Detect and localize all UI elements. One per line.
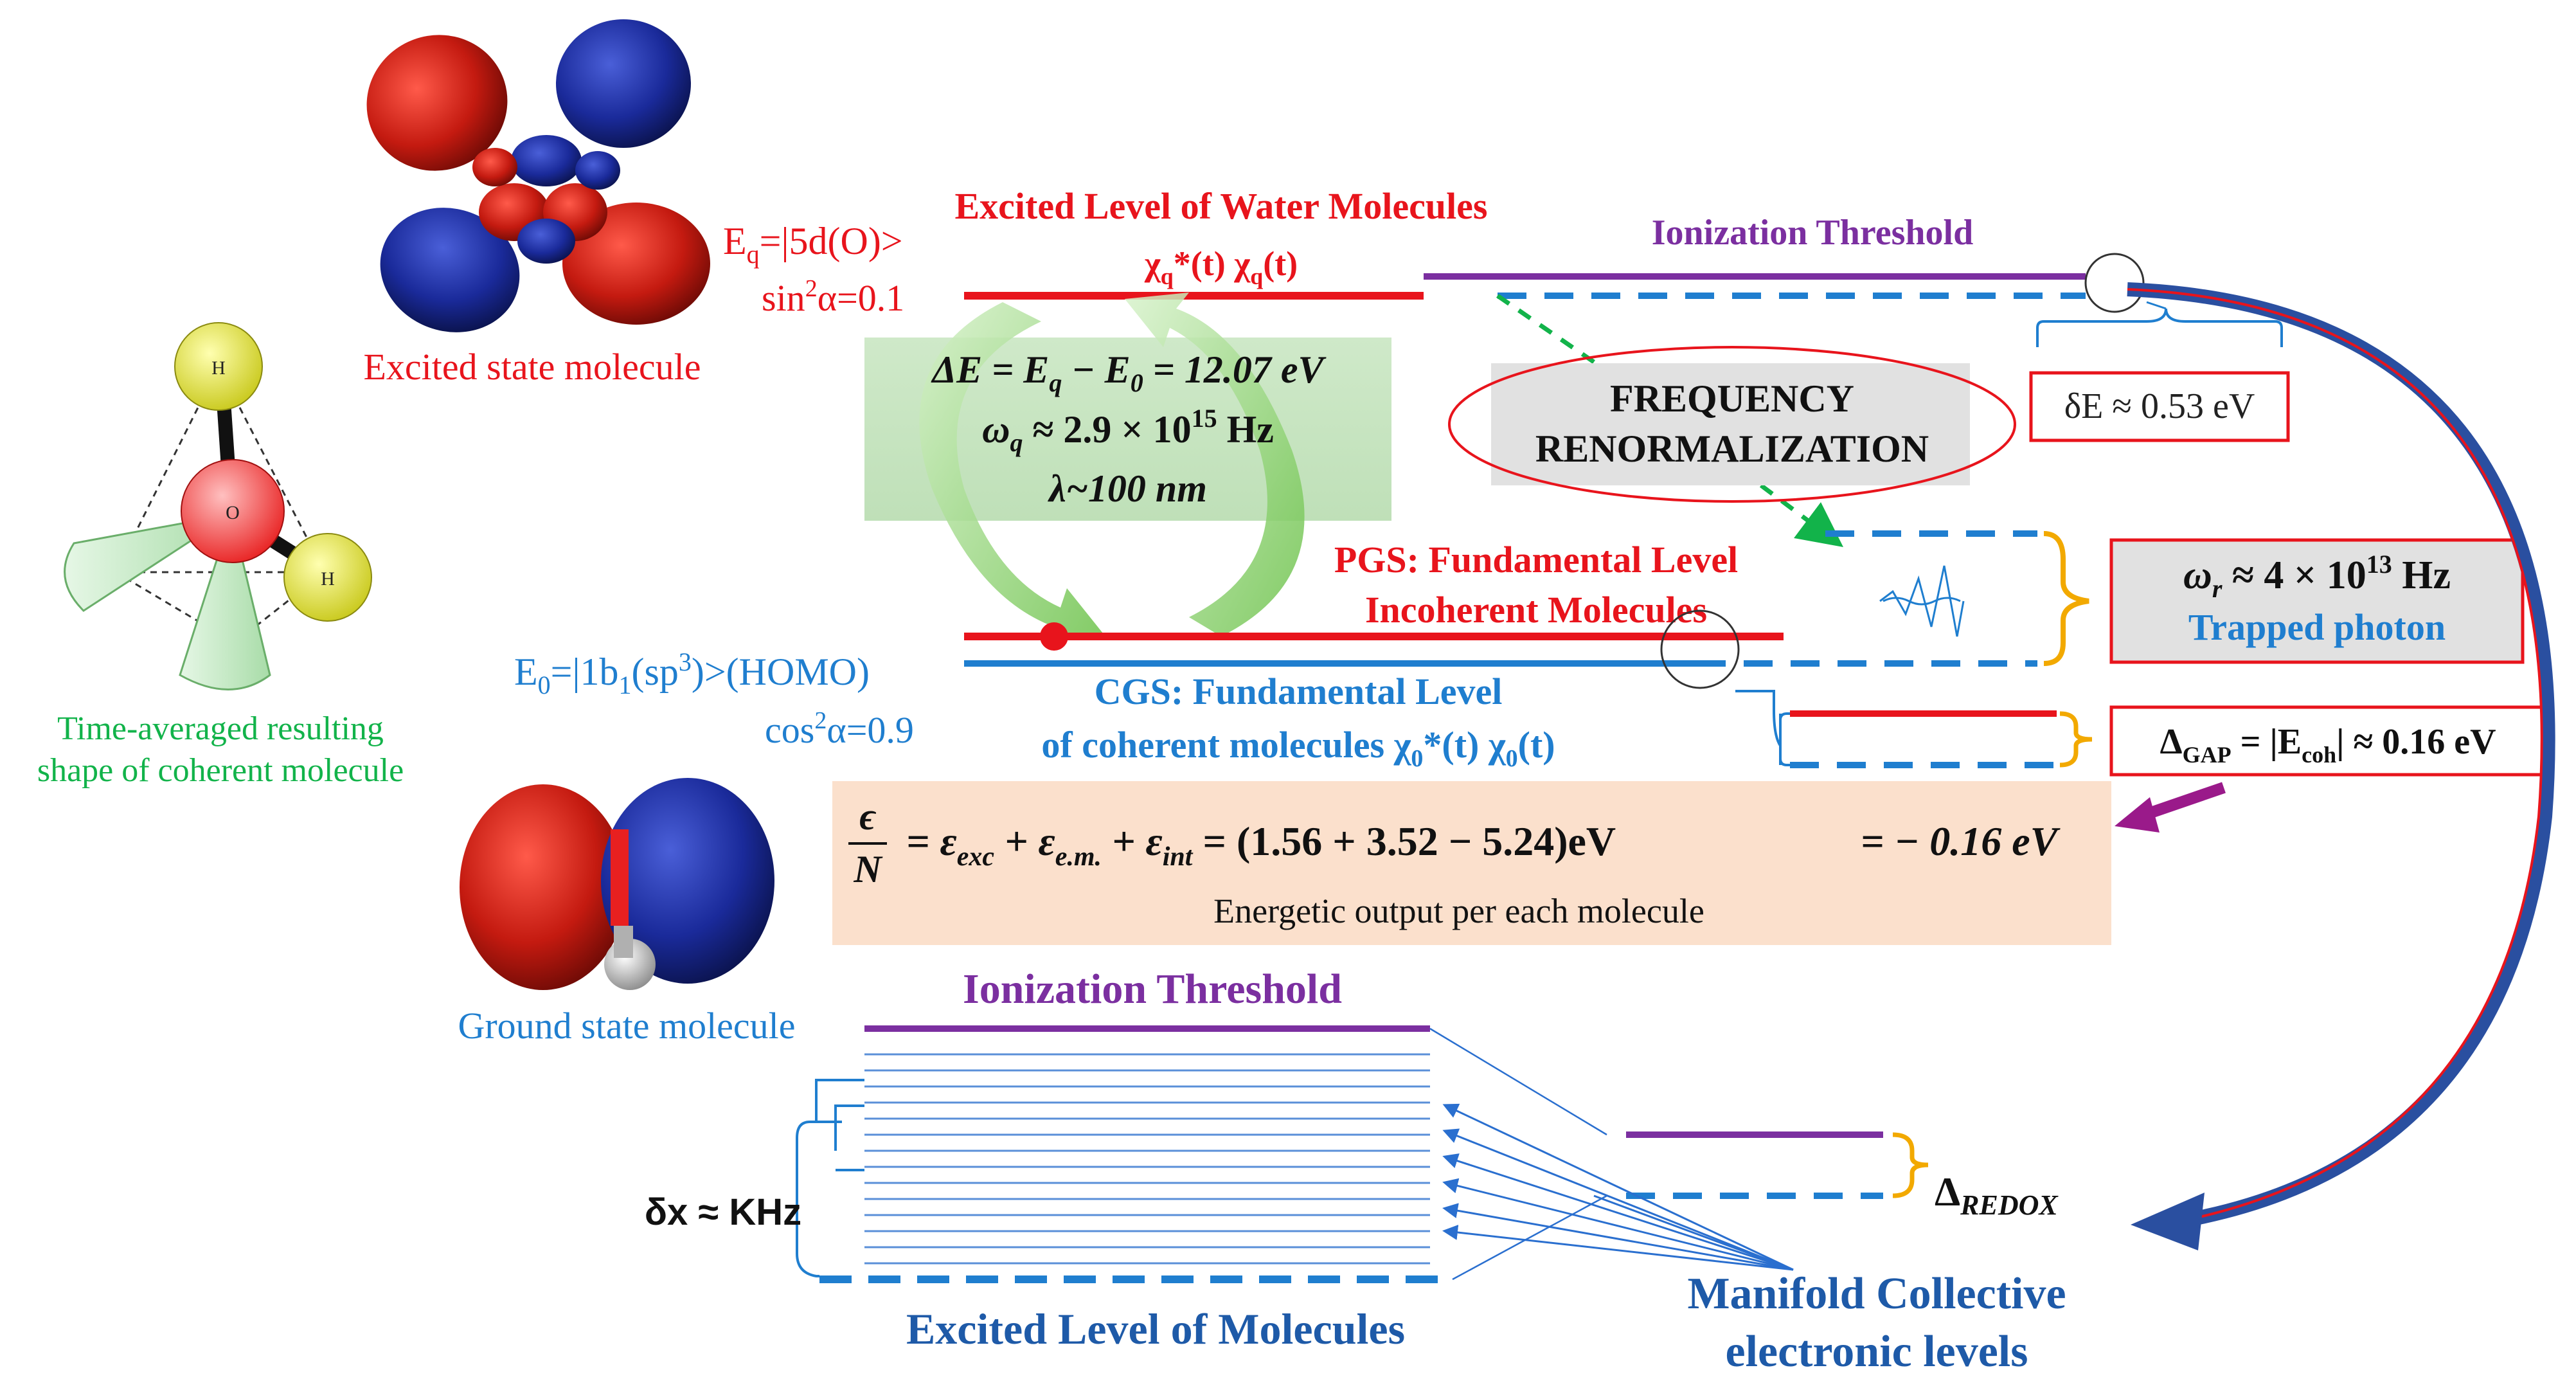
- excited-state-molecule-image: [366, 19, 710, 332]
- ionization-threshold-bottom-label: Ionization Threshold: [963, 966, 1342, 1013]
- pgs-line2: Incoherent Molecules: [1365, 589, 1707, 631]
- trapped-photon-box: [2109, 538, 2525, 664]
- frac-numerator: ϵ: [859, 795, 876, 838]
- excited-level-molecules-label: Excited Level of Molecules: [906, 1304, 1405, 1353]
- cycle-arrow-right: [1125, 293, 1305, 636]
- big-arc-arrow: [2127, 282, 2555, 1229]
- delta-x-label: δx ≈ KHz: [645, 1191, 801, 1233]
- frequency-renorm-line1: FREQUENCY: [1610, 377, 1854, 420]
- delta-redox-label: ΔREDOX: [1935, 1169, 2059, 1221]
- lambda-equation: λ~100 nm: [1047, 467, 1207, 510]
- gap-equation: ΔGAP = |Ecoh| ≈ 0.16 eV: [2160, 722, 2496, 768]
- energetic-output-label: Energetic output per each molecule: [1213, 892, 1704, 930]
- renorm-arrow-top: [1496, 294, 1602, 368]
- gap-bracket: [1735, 690, 1782, 765]
- chi-q-label: χq*(t) χq(t): [1144, 244, 1298, 289]
- time-averaged-label-2: shape of coherent molecule: [37, 752, 404, 789]
- ground-state-molecule-label: Ground state molecule: [458, 1005, 795, 1047]
- trapped-photon-label: Trapped photon: [2188, 606, 2446, 648]
- atom-h2-label: H: [321, 568, 335, 590]
- manifold-label-line2: electronic levels: [1726, 1327, 2028, 1376]
- atom-h1-label: H: [211, 357, 226, 379]
- atom-o-label: O: [226, 502, 240, 523]
- gap-brace: [2059, 711, 2093, 768]
- frequency-renorm-box: [1491, 363, 1970, 485]
- delta-e-bracket: [2036, 308, 2283, 347]
- energy-equation: = εexc + εe.m. + εint = (1.56 + 3.52 − 5…: [906, 818, 1616, 872]
- zoom-circle-bottom: [1660, 609, 1740, 689]
- ground-state-molecule-image: [460, 778, 774, 990]
- ionization-threshold-top-label: Ionization Threshold: [1652, 213, 1974, 253]
- delta-e-value: δE ≈ 0.53 eV: [2064, 386, 2255, 426]
- frac-denominator: N: [853, 848, 883, 890]
- frequency-renorm-ellipse: [1448, 346, 2016, 503]
- sin-alpha-label: sin2α=0.1: [762, 275, 904, 319]
- excited-state-molecule-label: Excited state molecule: [363, 346, 701, 388]
- cycle-arrow-left: [919, 302, 1105, 643]
- omega-q-equation: ωq ≈ 2.9 × 1015 Hz: [982, 404, 1274, 457]
- photon-wave: [1883, 597, 1961, 606]
- cgs-line1: CGS: Fundamental Level: [1095, 671, 1503, 712]
- delta-e-box: [2029, 371, 2290, 442]
- cos-alpha-label: cos2α=0.9: [765, 707, 914, 751]
- eq-level-label: Eq=|5d(O)>: [723, 220, 903, 269]
- time-averaged-label-1: Time-averaged resulting: [57, 710, 384, 747]
- frequency-renorm-line2: RENORMALIZATION: [1535, 428, 1929, 470]
- e0-level-label: E0=|1b1(sp3)>(HOMO): [514, 647, 870, 699]
- delta-e-equation: ΔE = Eq − E0 = 12.07 eV: [931, 348, 1327, 397]
- energetic-output-box: [832, 781, 2111, 945]
- energy-magenta-arrow: [2142, 782, 2226, 821]
- redox-brace: [1892, 1132, 1929, 1198]
- manifold-label-line1: Manifold Collective: [1687, 1269, 2066, 1319]
- time-averaged-molecule-image: H O H: [64, 322, 372, 690]
- gap-box: [2109, 705, 2547, 777]
- manifold-lines-group: [864, 1053, 1430, 1265]
- renorm-arrow-bottom: [1759, 483, 1843, 547]
- trapped-photon-brace: [2043, 531, 2089, 666]
- manifold-arrows: [1442, 1103, 1794, 1271]
- energy-result: = − 0.16 eV: [1861, 818, 2061, 864]
- cgs-line2: of coherent molecules χ0*(t) χ0(t): [1041, 724, 1555, 772]
- omega-r-equation: ωr ≈ 4 × 1013 Hz: [2183, 550, 2451, 603]
- excited-level-water-title: Excited Level of Water Molecules: [955, 185, 1488, 227]
- zoom-circle-top: [2084, 253, 2145, 313]
- pgs-level-dot: [1040, 622, 1068, 651]
- delta-x-bracket: [796, 1079, 864, 1277]
- pgs-line1: PGS: Fundamental Level: [1334, 539, 1738, 581]
